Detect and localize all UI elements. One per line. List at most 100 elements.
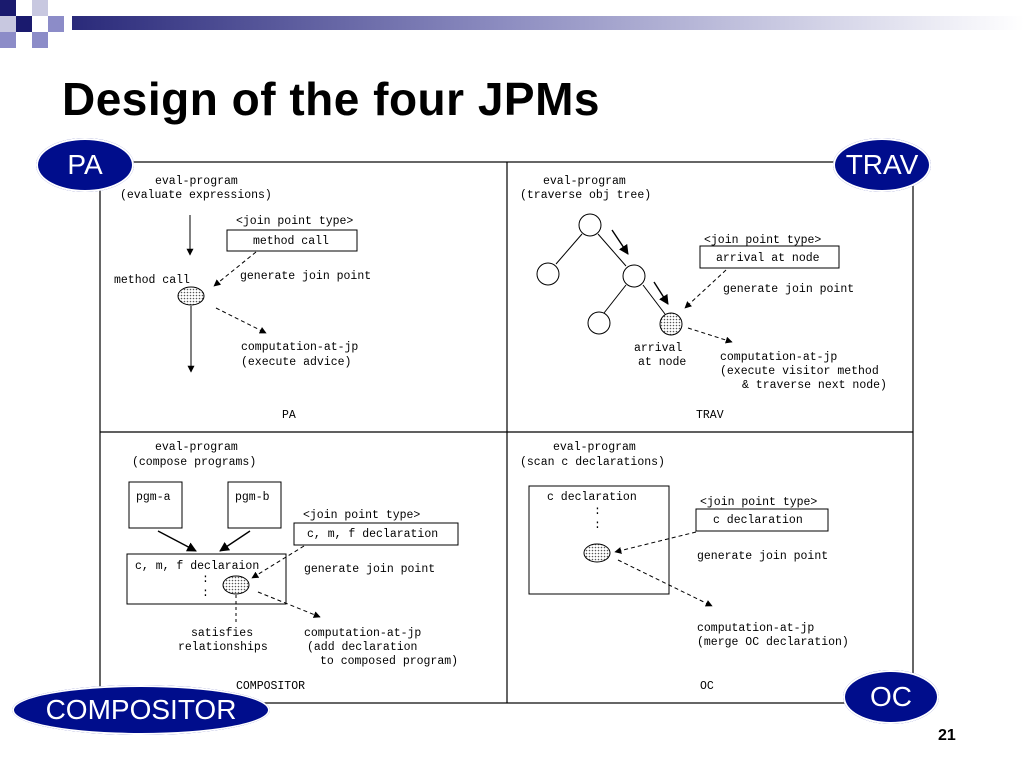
trav-join-point bbox=[659, 312, 683, 336]
deco-square bbox=[0, 16, 16, 32]
compositor-jp-type-label: <join point type> bbox=[303, 509, 420, 522]
trav-tree-node bbox=[622, 264, 646, 288]
trav-computation-arrow bbox=[687, 327, 733, 344]
deco-square bbox=[32, 0, 48, 16]
deco-square bbox=[16, 16, 32, 32]
compositor-sat-line1: satisfies bbox=[191, 627, 253, 640]
compositor-decl-label: c, m, f declaraion bbox=[135, 560, 259, 573]
oc-comp-line2: (merge OC declaration) bbox=[697, 636, 849, 649]
pa-generate-arrow bbox=[213, 251, 257, 287]
oc-comp-line1: computation-at-jp bbox=[697, 622, 814, 635]
pa-jp-type-label: <join point type> bbox=[236, 215, 353, 228]
panel-oc: eval-program (scan c declarations) c dec… bbox=[520, 441, 849, 693]
badge-oc: OC bbox=[843, 670, 939, 724]
pgm-a-box bbox=[128, 481, 183, 529]
deco-square bbox=[32, 32, 48, 48]
trav-jp-type-box bbox=[699, 245, 840, 269]
pgm-b-label: pgm-b bbox=[235, 491, 270, 504]
trav-eval-line1: eval-program bbox=[543, 175, 626, 188]
trav-edge bbox=[555, 233, 583, 265]
panel-trav: eval-program (traverse obj tree) <join p… bbox=[520, 175, 887, 422]
trav-tree-node bbox=[578, 213, 602, 237]
trav-traverse-arrow bbox=[611, 229, 629, 255]
trav-traverse-arrow bbox=[653, 281, 669, 305]
panel-pa: eval-program (evaluate expressions) <joi… bbox=[114, 175, 371, 422]
trav-jp-type-value: arrival at node bbox=[716, 252, 820, 265]
compositor-comp-line3: to composed program) bbox=[320, 655, 458, 668]
oc-computation-arrow bbox=[617, 559, 713, 607]
oc-jp-type-value: c declaration bbox=[713, 514, 803, 527]
compositor-merge-arrow bbox=[219, 530, 251, 552]
compositor-dots: : bbox=[202, 587, 209, 600]
trav-node-line1: arrival bbox=[634, 342, 682, 355]
oc-eval-line2: (scan c declarations) bbox=[520, 456, 665, 469]
oc-generate-arrow bbox=[614, 531, 697, 554]
pa-comp-line2: (execute advice) bbox=[241, 356, 351, 369]
oc-generate: generate join point bbox=[697, 550, 828, 563]
trav-eval-line2: (traverse obj tree) bbox=[520, 189, 651, 202]
trav-comp-line1: computation-at-jp bbox=[720, 351, 837, 364]
badge-pa: PA bbox=[36, 138, 134, 192]
trav-edge bbox=[603, 284, 627, 314]
trav-node-line2: at node bbox=[638, 356, 686, 369]
page-number: 21 bbox=[938, 727, 956, 744]
oc-dots: : bbox=[594, 519, 601, 532]
compositor-caption: COMPOSITOR bbox=[236, 680, 305, 693]
trav-jp-type-label: <join point type> bbox=[704, 234, 821, 247]
compositor-jp-type-box bbox=[293, 522, 459, 546]
pa-caption: PA bbox=[282, 409, 296, 422]
compositor-eval-line1: eval-program bbox=[155, 441, 238, 454]
trav-comp-line3: & traverse next node) bbox=[742, 379, 887, 392]
deco-square bbox=[0, 0, 16, 16]
trav-caption: TRAV bbox=[696, 409, 724, 422]
trav-comp-line2: (execute visitor method bbox=[720, 365, 879, 378]
badge-compositor: COMPOSITOR bbox=[12, 685, 270, 735]
compositor-merge-arrow bbox=[157, 530, 197, 552]
slide-title: Design of the four JPMs bbox=[62, 73, 600, 125]
deco-square bbox=[16, 32, 32, 48]
oc-decl-label: c declaration bbox=[547, 491, 637, 504]
panel-compositor: eval-program (compose programs) pgm-a pg… bbox=[126, 441, 459, 693]
compositor-jp-type-value: c, m, f declaration bbox=[307, 528, 438, 541]
pa-comp-line1: computation-at-jp bbox=[241, 341, 358, 354]
pgm-a-label: pgm-a bbox=[136, 491, 171, 504]
compositor-comp-line2: (add declaration bbox=[307, 641, 417, 654]
compositor-generate-arrow bbox=[251, 545, 305, 579]
oc-join-point bbox=[583, 543, 611, 563]
compositor-sat-line2: relationships bbox=[178, 641, 268, 654]
deco-square bbox=[16, 0, 32, 16]
compositor-eval-line2: (compose programs) bbox=[132, 456, 256, 469]
deco-square bbox=[48, 0, 64, 16]
oc-jp-type-box bbox=[695, 508, 829, 532]
oc-dots: : bbox=[594, 505, 601, 518]
oc-jp-type-label: <join point type> bbox=[700, 496, 817, 509]
slide-decoration bbox=[0, 0, 1024, 48]
compositor-comp-line1: computation-at-jp bbox=[304, 627, 421, 640]
pgm-b-box bbox=[227, 481, 282, 529]
trav-tree-node bbox=[587, 311, 611, 335]
compositor-join-point bbox=[222, 575, 250, 595]
pa-node-label: method call bbox=[114, 274, 190, 287]
pa-jp-type-value: method call bbox=[253, 235, 329, 248]
pa-generate: generate join point bbox=[240, 270, 371, 283]
deco-square bbox=[48, 32, 64, 48]
trav-tree-node bbox=[536, 262, 560, 286]
deco-square bbox=[0, 32, 16, 48]
pa-join-point bbox=[177, 286, 205, 306]
trav-generate: generate join point bbox=[723, 283, 854, 296]
pa-computation-arrow bbox=[215, 307, 267, 334]
oc-eval-line1: eval-program bbox=[553, 441, 636, 454]
pa-eval-line2: (evaluate expressions) bbox=[120, 189, 272, 202]
header-gradient-bar bbox=[72, 16, 1024, 30]
deco-square bbox=[48, 16, 64, 32]
trav-edge bbox=[597, 233, 627, 267]
pa-eval-line1: eval-program bbox=[155, 175, 238, 188]
compositor-decl-box bbox=[126, 553, 287, 605]
badge-trav: TRAV bbox=[833, 138, 931, 192]
oc-caption: OC bbox=[700, 680, 714, 693]
compositor-generate: generate join point bbox=[304, 563, 435, 576]
trav-edge bbox=[642, 284, 666, 315]
oc-decl-box bbox=[528, 485, 670, 595]
pa-jp-type-box bbox=[226, 229, 358, 252]
